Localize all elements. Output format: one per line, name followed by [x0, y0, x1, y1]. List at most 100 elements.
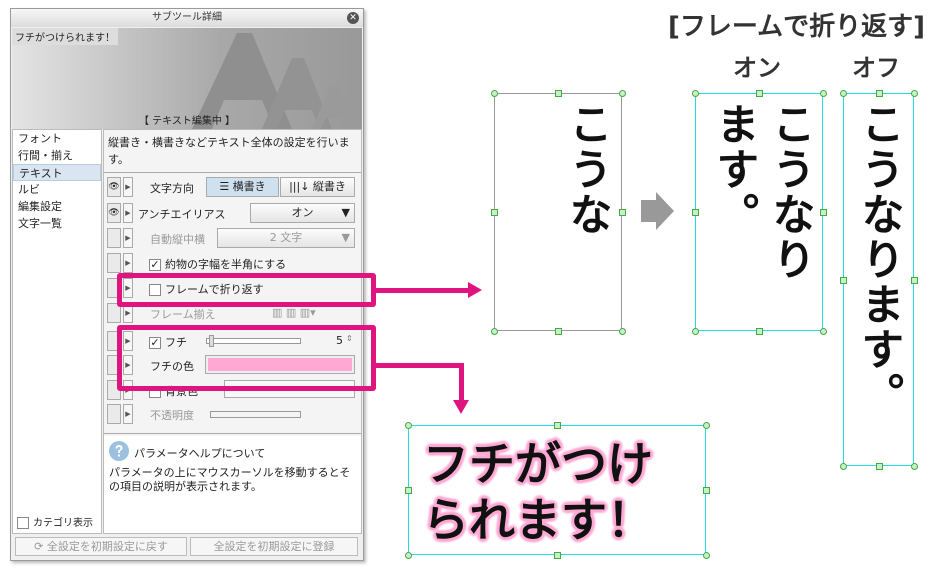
- frame-handle[interactable]: [756, 90, 763, 97]
- category-list: フォント 行間・揃え テキスト ルビ 編集設定 文字一覧 カテゴリ表示: [12, 129, 102, 534]
- frame-handle[interactable]: [491, 328, 498, 335]
- frame-handle[interactable]: [405, 422, 412, 429]
- expand-icon[interactable]: ▶: [123, 253, 133, 273]
- frame-handle[interactable]: [820, 209, 827, 216]
- nav-item-edit-settings[interactable]: 編集設定: [18, 200, 62, 213]
- register-defaults-button[interactable]: 全設定を初期設定に登録: [190, 537, 358, 556]
- opacity-slider[interactable]: [210, 411, 301, 418]
- nav-item-ruby[interactable]: ルビ: [18, 183, 40, 196]
- nav-item-text[interactable]: テキスト: [13, 164, 101, 181]
- preview-state: 【 テキスト編集中 】: [138, 116, 236, 127]
- edge-color-label: フチの色: [150, 360, 194, 373]
- frame-handle[interactable]: [840, 463, 847, 470]
- frame-handle[interactable]: [911, 463, 918, 470]
- direction-label: 文字方向: [150, 182, 194, 195]
- frame-handle[interactable]: [820, 90, 827, 97]
- antialias-select[interactable]: オン▼: [250, 203, 355, 223]
- nav-item-char-list[interactable]: 文字一覧: [18, 217, 62, 230]
- row-antialias: 👁▶ アンチエイリアス オン▼: [104, 201, 361, 225]
- auto-tcy-select[interactable]: 2 文字▼: [217, 228, 355, 248]
- frame-handle[interactable]: [692, 328, 699, 335]
- expand-icon[interactable]: ▶: [123, 278, 133, 298]
- frame-handle[interactable]: [405, 552, 412, 559]
- frame-handle[interactable]: [554, 422, 561, 429]
- close-icon[interactable]: ✕: [347, 12, 359, 24]
- edge-sample-frame: フチがつけ られます！: [408, 425, 706, 555]
- frame-handle[interactable]: [875, 90, 883, 97]
- punct-checkbox[interactable]: ✓約物の字幅を半角にする: [149, 258, 287, 271]
- expand-icon[interactable]: ▶: [123, 331, 133, 351]
- frame-handle[interactable]: [840, 276, 847, 284]
- edge-value: 5: [336, 334, 343, 347]
- edge-checkbox[interactable]: ✓フチ: [149, 336, 187, 349]
- preview-area: フチがつけられます！ 【 テキスト編集中 】: [12, 28, 362, 129]
- frame-handle[interactable]: [619, 90, 626, 97]
- eye-toggle[interactable]: [107, 303, 121, 323]
- frame-align-icons[interactable]: ▥ ▥ ▥▾: [272, 306, 316, 319]
- reset-defaults-button[interactable]: ⟳ 全設定を初期設定に戻す: [15, 537, 187, 556]
- eye-toggle[interactable]: [107, 253, 121, 273]
- frame-handle[interactable]: [491, 90, 498, 97]
- frame-handle[interactable]: [555, 90, 562, 97]
- frame-handle[interactable]: [911, 276, 918, 284]
- help-area: パラメータヘルプについて パラメータの上にマウスカーソルを移動するとその項目の説…: [104, 436, 361, 533]
- arrow-head-icon: [468, 282, 482, 298]
- eye-toggle[interactable]: [107, 228, 121, 248]
- row-punct: ▶ ✓約物の字幅を半角にする: [104, 251, 361, 275]
- frame-handle[interactable]: [703, 552, 710, 559]
- nav-item-font[interactable]: フォント: [18, 132, 62, 145]
- expand-icon[interactable]: ▶: [123, 355, 133, 375]
- eye-toggle[interactable]: [107, 404, 121, 424]
- frame-handle[interactable]: [491, 209, 498, 216]
- spinner-icon[interactable]: ⇕: [346, 334, 353, 343]
- arrow-line: [459, 363, 464, 403]
- edge-slider[interactable]: [206, 335, 301, 347]
- vertical-button[interactable]: |||↓ 縦書き: [280, 177, 355, 197]
- edge-color-swatch[interactable]: [205, 355, 355, 374]
- sample-off: こうなります。: [854, 102, 904, 417]
- nav-item-spacing[interactable]: 行間・揃え: [18, 149, 73, 162]
- gray-arrow-head-icon: [656, 192, 674, 230]
- frame-handle[interactable]: [555, 328, 562, 335]
- category-display-checkbox[interactable]: カテゴリ表示: [17, 514, 93, 529]
- expand-icon[interactable]: ▶: [123, 203, 133, 223]
- row-direction: 👁▶ 文字方向 ☰ 横書き |||↓ 縦書き: [104, 175, 361, 199]
- expand-icon[interactable]: ▶: [123, 228, 133, 248]
- eye-icon[interactable]: 👁: [107, 203, 121, 223]
- help-body: パラメータの上にマウスカーソルを移動するとその項目の説明が表示されます。: [109, 466, 351, 493]
- frame-handle[interactable]: [703, 422, 710, 429]
- panel-title: サブツール詳細: [11, 9, 363, 27]
- on-label: オン: [733, 54, 781, 82]
- frame-handle[interactable]: [405, 487, 412, 494]
- frame-handle[interactable]: [619, 328, 626, 335]
- sample-before: こうな: [562, 102, 612, 237]
- horizontal-button[interactable]: ☰ 横書き: [206, 177, 279, 197]
- help-title: パラメータヘルプについて: [134, 447, 266, 460]
- eye-icon[interactable]: 👁: [107, 177, 121, 197]
- frame-handle[interactable]: [911, 90, 918, 97]
- illustration-heading: [フレームで折り返す]: [668, 12, 925, 42]
- row-auto-tcy: ▶ 自動縦中横 2 文字▼: [104, 226, 361, 250]
- frame-handle[interactable]: [875, 463, 883, 470]
- arrow-line: [376, 288, 471, 293]
- description: 縦書き・横書きなどテキスト全体の設定を行います。: [108, 136, 350, 166]
- frame-handle[interactable]: [692, 209, 699, 216]
- sample-on-col2: ます。: [709, 102, 759, 237]
- frame-handle[interactable]: [756, 328, 763, 335]
- frame-handle[interactable]: [820, 328, 827, 335]
- frame-handle[interactable]: [692, 90, 699, 97]
- frame-handle[interactable]: [554, 552, 561, 559]
- text-frame-off: こうなります。: [843, 93, 914, 466]
- text-frame-on: こうなり ます。: [695, 93, 823, 331]
- help-icon: [109, 441, 129, 461]
- highlight-edge: [117, 325, 376, 391]
- highlight-wrap: [117, 273, 376, 307]
- frame-handle[interactable]: [619, 209, 626, 216]
- expand-icon[interactable]: ▶: [123, 177, 133, 197]
- expand-icon[interactable]: ▶: [123, 404, 133, 424]
- preview-sample-text: フチがつけられます！: [12, 28, 118, 45]
- off-label: オフ: [852, 54, 900, 82]
- frame-handle[interactable]: [703, 487, 710, 494]
- wrap-checkbox[interactable]: フレームで折り返す: [149, 281, 264, 297]
- frame-handle[interactable]: [840, 90, 847, 97]
